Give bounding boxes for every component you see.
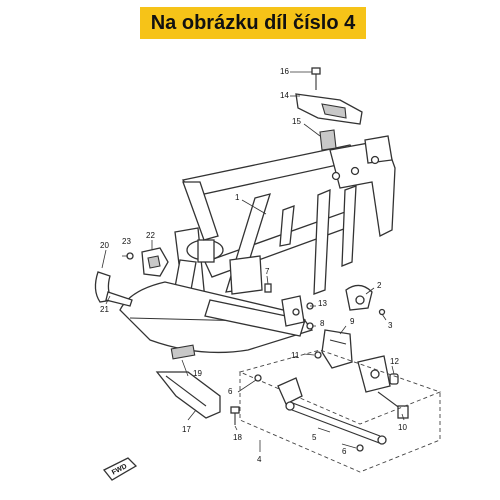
leader-lines [101, 71, 405, 452]
rubber-pad [170, 344, 196, 360]
footrest-plate [155, 371, 221, 419]
callout-1: 1 [235, 193, 240, 202]
callout-6-upper: 6 [228, 387, 233, 396]
callout-8: 8 [320, 319, 325, 328]
title-text: Na obrázku díl číslo 4 [150, 11, 356, 34]
callout-22: 22 [146, 231, 155, 240]
callout-16: 16 [280, 67, 289, 76]
callout-21: 21 [100, 305, 109, 314]
callout-6-lower: 6 [342, 447, 347, 456]
callout-12: 12 [390, 357, 399, 366]
callout-23: 23 [122, 237, 131, 246]
callout-2: 2 [377, 281, 382, 290]
bolt-18-head [230, 406, 240, 414]
rear-plate [345, 284, 386, 316]
callout-20: 20 [100, 241, 109, 250]
callout-3: 3 [388, 321, 393, 330]
side-cover [126, 247, 169, 277]
fwd-indicator: FWD [102, 457, 138, 481]
pivot-assembly [238, 349, 442, 473]
callout-14: 14 [280, 91, 289, 100]
callout-labels: 16 14 15 1 22 23 20 21 7 13 8 2 3 9 11 1… [100, 67, 407, 464]
callout-11: 11 [291, 351, 300, 360]
callout-13: 13 [318, 299, 327, 308]
top-bracket [295, 67, 363, 151]
callout-15: 15 [292, 117, 301, 126]
callout-18: 18 [233, 433, 242, 442]
callout-4: 4 [257, 455, 262, 464]
callout-19: 19 [193, 369, 202, 378]
main-frame [119, 135, 396, 354]
engine-mount [357, 355, 409, 419]
title-banner: Na obrázku díl číslo 4 [140, 7, 366, 39]
front-guard [94, 271, 133, 307]
callout-17: 17 [182, 425, 191, 434]
stand-bracket [321, 329, 353, 369]
callout-10: 10 [398, 423, 407, 432]
callout-9: 9 [350, 317, 355, 326]
callout-5: 5 [312, 433, 317, 442]
callout-7: 7 [265, 267, 270, 276]
